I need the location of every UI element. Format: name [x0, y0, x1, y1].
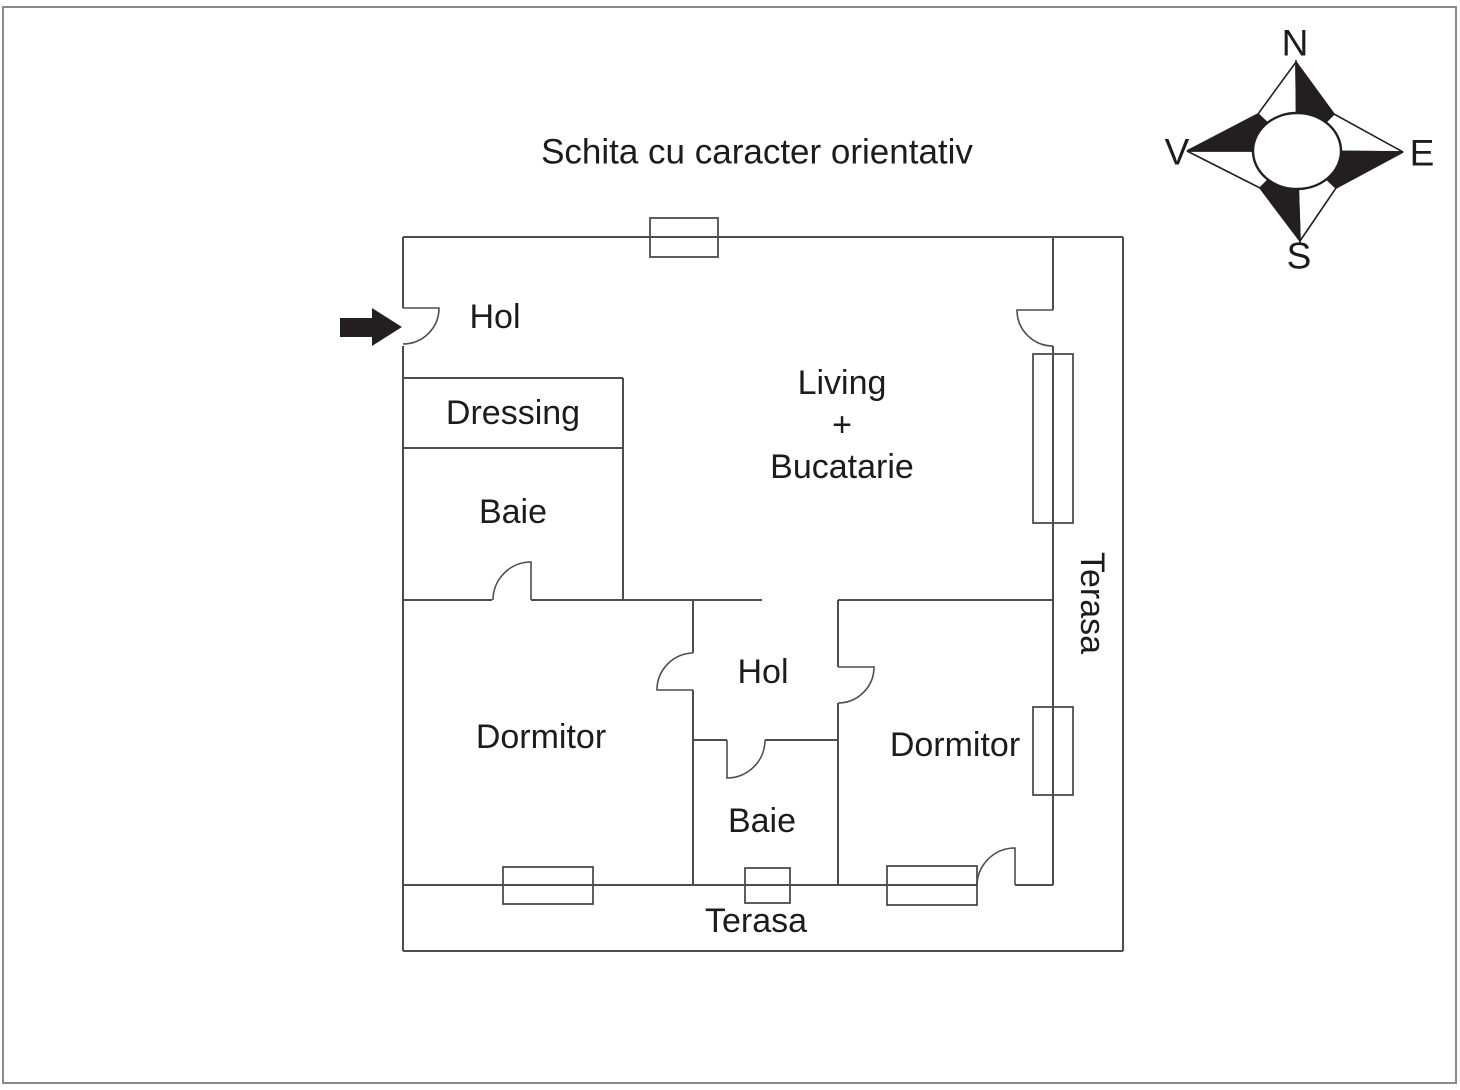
window-dormitor-right-bottom [886, 865, 978, 906]
room-label-dormitor-left: Dormitor [475, 718, 607, 756]
window-dormitor-right [1032, 706, 1074, 796]
walls [402, 236, 1124, 952]
entrance-arrow-icon [340, 308, 402, 346]
room-label-living: Living + Bucatarie [770, 362, 914, 488]
door-entrance [402, 307, 440, 345]
window-baie-mid-bottom [744, 867, 791, 904]
room-label-dormitor-right: Dormitor [889, 726, 1021, 764]
compass-label-east: E [1409, 132, 1435, 174]
room-label-baie-left: Baie [478, 493, 548, 531]
page-title: Schita cu caracter orientativ [541, 132, 973, 172]
living-line-1: Living [797, 364, 887, 402]
room-label-dressing: Dressing [445, 394, 581, 432]
window-dormitor-left-bottom [502, 866, 594, 905]
compass-rose-icon [1186, 59, 1404, 244]
door-dormitor-right [837, 666, 875, 704]
window-living-right [1032, 353, 1074, 524]
room-label-terasa-bottom: Terasa [704, 902, 808, 940]
door-living-terrace [1016, 309, 1054, 347]
compass-label-west: V [1164, 131, 1190, 173]
compass-label-north: N [1281, 22, 1309, 64]
doors [402, 307, 1054, 886]
page-frame [2, 6, 1457, 1084]
room-label-hol-mid: Hol [737, 653, 789, 691]
room-label-hol-entry: Hol [469, 298, 521, 336]
living-line-3: Bucatarie [770, 448, 914, 486]
door-baie-mid [726, 739, 766, 779]
door-dormitor-terrace [976, 847, 1016, 886]
compass-center-ellipse [1251, 111, 1343, 191]
living-line-2: + [832, 406, 852, 444]
door-baie-left [492, 561, 532, 601]
room-label-baie-mid: Baie [727, 802, 797, 840]
compass-label-south: S [1286, 235, 1312, 277]
window-top [649, 217, 719, 258]
room-label-terasa-right: Terasa [1073, 551, 1111, 655]
door-dormitor-left [656, 652, 694, 691]
windows [502, 217, 1074, 906]
